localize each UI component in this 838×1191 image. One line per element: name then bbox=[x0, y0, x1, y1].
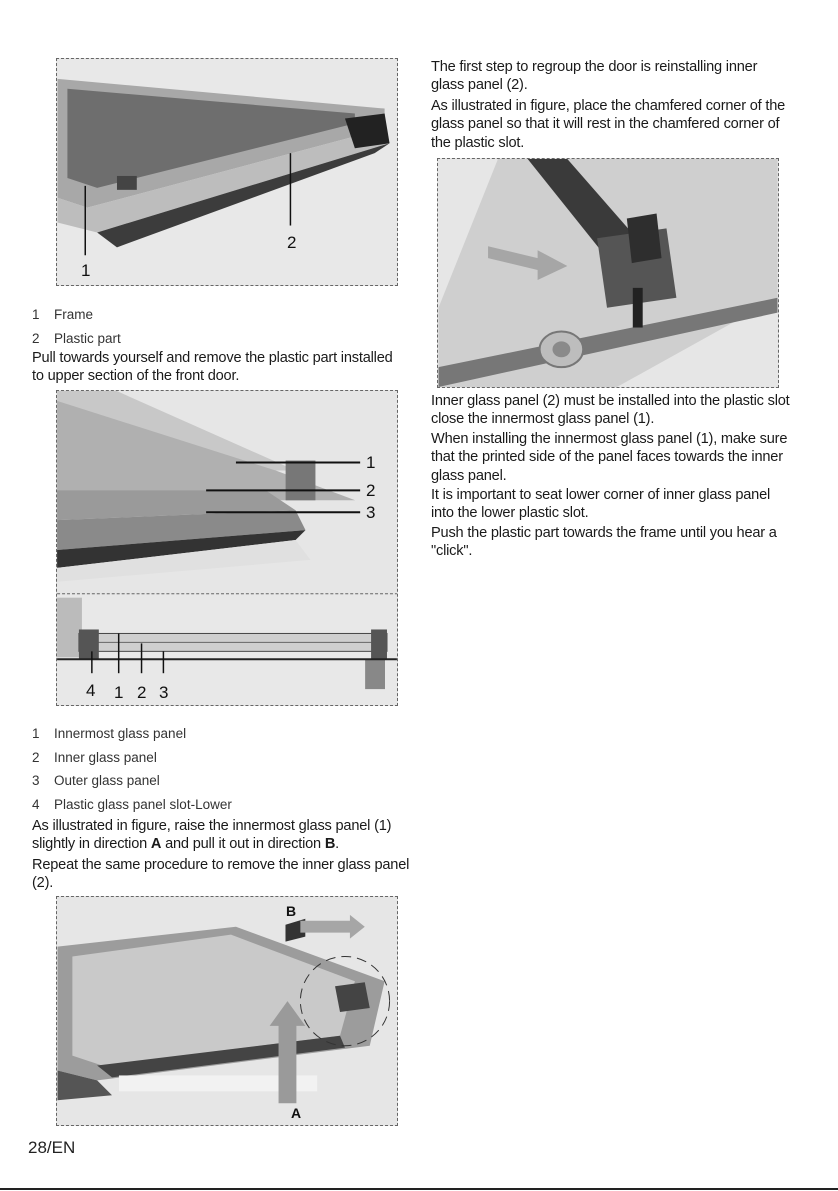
instruction-chamfered-corner: As illustrated in figure, place the cham… bbox=[431, 98, 786, 151]
figure-chamfered-corner bbox=[437, 158, 779, 388]
figure2-bottom-label-2: 2 bbox=[137, 683, 147, 702]
direction-a-label: A bbox=[150, 836, 162, 853]
figure-direction-arrows: B A bbox=[56, 896, 398, 1126]
figure-frame-plastic-part: 2 1 bbox=[56, 58, 398, 286]
page-number: 28/EN bbox=[28, 1138, 76, 1157]
figure2-bottom-label-1: 1 bbox=[114, 683, 124, 702]
instruction-pull-plastic-part: Pull towards yourself and remove the pla… bbox=[32, 350, 393, 385]
figure1-label-2: 2 bbox=[287, 233, 297, 252]
figure3-label-a: A bbox=[291, 1105, 302, 1121]
instruction-push-plastic-part: Push the plastic part towards the frame … bbox=[431, 525, 777, 560]
figure2-label-1: 1 bbox=[366, 453, 376, 472]
instruction-printed-side: When installing the innermost glass pane… bbox=[431, 431, 788, 484]
instruction-inner-panel-slot: Inner glass panel (2) must be installed … bbox=[431, 393, 790, 428]
figure-glass-panels: 1 2 3 4 1 2 3 bbox=[56, 390, 398, 706]
instruction-raise-innermost-panel: As illustrated in figure, raise the inne… bbox=[32, 818, 392, 853]
figure2-bottom-label-3: 3 bbox=[159, 683, 169, 702]
figure2-bottom-label-4: 4 bbox=[86, 681, 96, 700]
instruction-seat-lower-corner: It is important to seat lower corner of … bbox=[431, 487, 771, 522]
chamfered-corner-illustration bbox=[438, 159, 778, 387]
frame-illustration bbox=[57, 59, 397, 285]
figure1-label-1: 1 bbox=[81, 261, 91, 280]
door-removal-illustration bbox=[57, 897, 397, 1125]
instruction-first-step-regroup: The first step to regroup the door is re… bbox=[431, 59, 758, 94]
instruction-repeat-procedure: Repeat the same procedure to remove the … bbox=[32, 857, 410, 892]
figure2-label-2: 2 bbox=[366, 481, 376, 500]
figure3-label-b: B bbox=[286, 903, 297, 919]
glass-panels-illustration bbox=[57, 391, 397, 705]
figure2-label-3: 3 bbox=[366, 503, 376, 522]
bottom-rule bbox=[0, 1188, 838, 1190]
direction-b-label: B bbox=[324, 836, 336, 853]
